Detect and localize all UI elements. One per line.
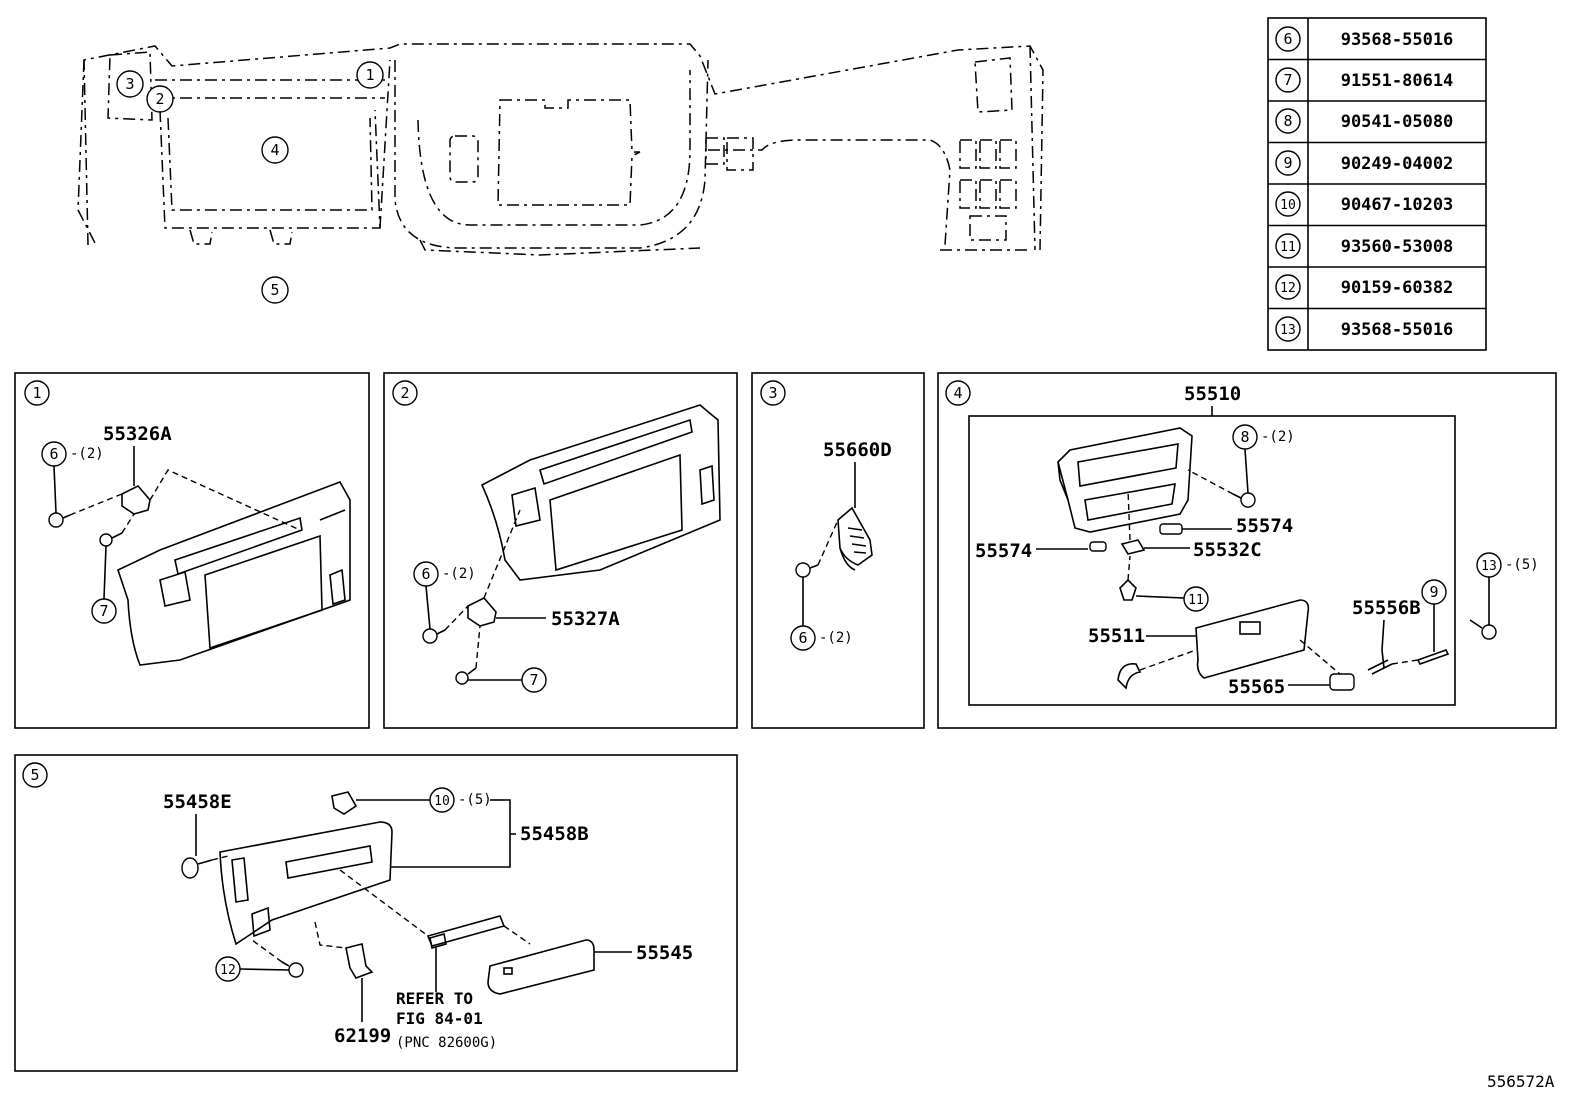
overview-callout-5: 5 [261,276,289,304]
svg-text:55458E: 55458E [163,791,232,813]
svg-text:13: 13 [1280,323,1296,338]
panel-3: 3 55660D 6 -(2) [751,372,925,729]
svg-text:5: 5 [30,766,39,784]
svg-text:FIG 84-01: FIG 84-01 [396,1009,483,1028]
svg-text:1: 1 [32,384,41,402]
svg-text:55660D: 55660D [823,439,892,461]
svg-text:12: 12 [1280,281,1296,296]
svg-text:55326A: 55326A [103,423,172,445]
svg-text:(PNC 82600G): (PNC 82600G) [396,1035,497,1051]
overview-callout-2: 2 [146,85,174,113]
svg-text:1: 1 [365,66,374,84]
svg-text:4: 4 [953,384,962,402]
svg-text:91551-80614: 91551-80614 [1341,71,1454,91]
table-row: 13 93568-55016 [1275,316,1454,342]
svg-text:-(2): -(2) [70,446,104,462]
panel-2: 2 55327A 6 -(2) 7 [383,372,738,729]
svg-text:55532C: 55532C [1193,539,1262,561]
table-row: 6 93568-55016 [1275,26,1454,52]
svg-text:90249-04002: 90249-04002 [1341,154,1454,174]
svg-text:90467-10203: 90467-10203 [1341,195,1454,215]
svg-text:6: 6 [421,565,430,583]
svg-text:-(2): -(2) [1261,429,1295,445]
svg-text:55327A: 55327A [551,608,620,630]
panel-1: 1 55326A 6 -(2) 7 [14,372,370,729]
svg-text:2: 2 [400,384,409,402]
panel-5: 5 55458E 55458B 10 -(5) 12 62199 [14,754,738,1072]
svg-text:7: 7 [529,671,538,689]
table-row: 11 93560-53008 [1275,233,1454,259]
svg-text:93560-53008: 93560-53008 [1341,237,1454,257]
svg-text:13: 13 [1481,559,1497,574]
svg-text:10: 10 [1280,198,1296,213]
overview-callout-1: 1 [356,61,384,89]
svg-text:12: 12 [220,963,236,978]
svg-text:4: 4 [270,141,279,159]
panel-4: 4 55510 8 -(2) 55574 55574 55532C 11 [937,372,1557,729]
table-row: 9 90249-04002 [1275,150,1454,176]
svg-text:7: 7 [1283,71,1292,89]
svg-text:6: 6 [49,445,58,463]
svg-text:7: 7 [99,602,108,620]
svg-text:55458B: 55458B [520,823,589,845]
svg-text:6: 6 [1283,30,1292,48]
overview-callout-3: 3 [116,70,144,98]
svg-text:55510: 55510 [1184,383,1241,405]
table-row: 8 90541-05080 [1275,108,1454,134]
svg-text:REFER TO: REFER TO [396,989,473,1008]
svg-text:5: 5 [270,281,279,299]
table-row: 12 90159-60382 [1275,274,1454,300]
svg-text:62199: 62199 [334,1025,391,1047]
svg-text:11: 11 [1188,593,1204,608]
svg-text:55574: 55574 [975,540,1032,562]
svg-text:-(2): -(2) [442,566,476,582]
svg-text:3: 3 [125,75,134,93]
svg-text:8: 8 [1283,112,1292,130]
table-row: 7 91551-80614 [1275,67,1454,93]
svg-text:93568-55016: 93568-55016 [1341,320,1454,340]
table-row: 10 90467-10203 [1275,191,1454,217]
svg-text:55574: 55574 [1236,515,1293,537]
svg-text:10: 10 [434,794,450,809]
parts-number-table: 6 93568-55016 7 91551-80614 8 90541-0508… [1267,17,1487,351]
svg-text:90159-60382: 90159-60382 [1341,278,1454,298]
svg-text:55565: 55565 [1228,676,1285,698]
svg-text:2: 2 [155,90,164,108]
svg-text:11: 11 [1280,240,1296,255]
svg-text:-(2): -(2) [819,630,853,646]
svg-text:-(5): -(5) [458,792,492,808]
svg-text:55511: 55511 [1088,625,1145,647]
overview-callout-4: 4 [261,136,289,164]
svg-text:3: 3 [768,384,777,402]
svg-text:9: 9 [1283,154,1292,172]
svg-text:90541-05080: 90541-05080 [1341,112,1454,132]
svg-text:93568-55016: 93568-55016 [1341,30,1454,50]
svg-text:8: 8 [1240,428,1249,446]
figure-id: 556572A [1487,1072,1555,1091]
svg-text:-(5): -(5) [1505,557,1539,573]
svg-text:55556B: 55556B [1352,597,1421,619]
svg-text:6: 6 [798,629,807,647]
dashboard-overview: 3 2 1 4 5 [77,43,1044,304]
svg-text:9: 9 [1429,583,1438,601]
svg-text:55545: 55545 [636,942,693,964]
